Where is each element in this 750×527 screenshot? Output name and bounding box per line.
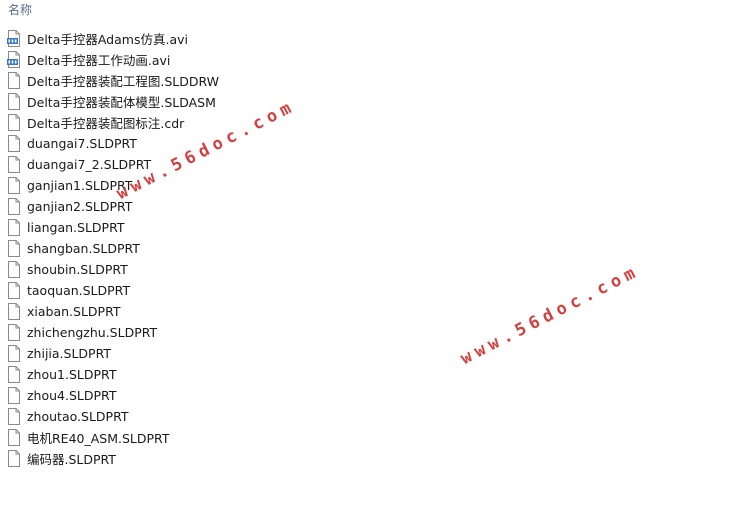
file-item[interactable]: 电机RE40_ASM.SLDPRT [7,427,219,448]
file-item[interactable]: duangai7.SLDPRT [7,133,219,154]
generic-file-icon [8,240,20,257]
file-item[interactable]: Delta手控器Adams仿真.avi [7,28,219,49]
file-item[interactable]: taoquan.SLDPRT [7,280,219,301]
file-name: duangai7.SLDPRT [27,136,137,151]
generic-file-icon [8,72,20,89]
file-item[interactable]: Delta手控器装配工程图.SLDDRW [7,70,219,91]
file-name: liangan.SLDPRT [27,220,125,235]
generic-file-icon [8,261,20,278]
column-header-name[interactable]: 名称 [8,3,33,17]
file-name: zhou4.SLDPRT [27,388,117,403]
file-item[interactable]: Delta手控器装配图标注.cdr [7,112,219,133]
video-file-icon [7,51,20,68]
file-name: xiaban.SLDPRT [27,304,121,319]
file-item[interactable]: zhou1.SLDPRT [7,364,219,385]
file-name: zhoutao.SLDPRT [27,409,129,424]
generic-file-icon [8,219,20,236]
generic-file-icon [8,345,20,362]
file-item[interactable]: ganjian1.SLDPRT [7,175,219,196]
file-name: taoquan.SLDPRT [27,283,131,298]
file-item[interactable]: liangan.SLDPRT [7,217,219,238]
file-item[interactable]: Delta手控器装配体模型.SLDASM [7,91,219,112]
file-item[interactable]: ganjian2.SLDPRT [7,196,219,217]
file-item[interactable]: Delta手控器工作动画.avi [7,49,219,70]
file-name: Delta手控器工作动画.avi [27,53,171,68]
file-item[interactable]: shoubin.SLDPRT [7,259,219,280]
file-item[interactable]: zhou4.SLDPRT [7,385,219,406]
generic-file-icon [8,135,20,152]
file-name: zhichengzhu.SLDPRT [27,325,158,340]
file-item[interactable]: duangai7_2.SLDPRT [7,154,219,175]
file-name: zhou1.SLDPRT [27,367,117,382]
generic-file-icon [8,114,20,131]
file-item[interactable]: zhoutao.SLDPRT [7,406,219,427]
generic-file-icon [8,282,20,299]
file-name: Delta手控器装配工程图.SLDDRW [27,74,220,89]
file-item[interactable]: shangban.SLDPRT [7,238,219,259]
generic-file-icon [8,366,20,383]
file-item[interactable]: zhichengzhu.SLDPRT [7,322,219,343]
generic-file-icon [8,303,20,320]
generic-file-icon [8,93,20,110]
file-name: Delta手控器装配体模型.SLDASM [27,95,216,110]
video-file-icon [7,30,20,47]
file-name: ganjian1.SLDPRT [27,178,133,193]
file-item[interactable]: 编码器.SLDPRT [7,448,219,469]
file-name: Delta手控器Adams仿真.avi [27,32,188,47]
file-name: duangai7_2.SLDPRT [27,157,152,172]
file-name: shangban.SLDPRT [27,241,140,256]
generic-file-icon [8,198,20,215]
generic-file-icon [8,177,20,194]
generic-file-icon [8,429,20,446]
generic-file-icon [8,156,20,173]
generic-file-icon [8,387,20,404]
generic-file-icon [8,324,20,341]
file-name: zhijia.SLDPRT [27,346,112,361]
file-name: 编码器.SLDPRT [27,452,116,467]
file-name: shoubin.SLDPRT [27,262,128,277]
file-item[interactable]: zhijia.SLDPRT [7,343,219,364]
watermark: www.56doc.com [457,261,644,369]
file-name: ganjian2.SLDPRT [27,199,133,214]
file-name: 电机RE40_ASM.SLDPRT [27,431,170,446]
generic-file-icon [8,408,20,425]
file-item[interactable]: xiaban.SLDPRT [7,301,219,322]
file-name: Delta手控器装配图标注.cdr [27,116,185,131]
generic-file-icon [8,450,20,467]
